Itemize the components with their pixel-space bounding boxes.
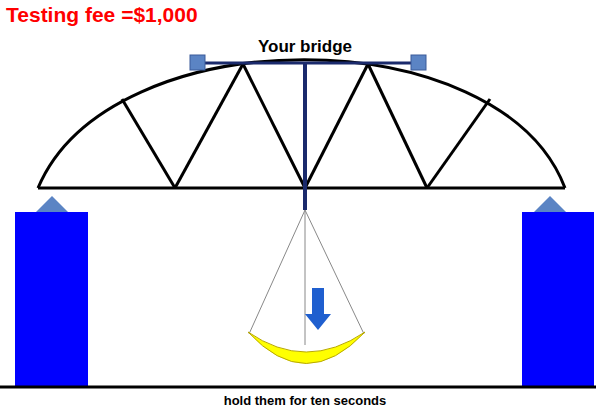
left-pillar: [15, 212, 88, 386]
hanger-string: [305, 210, 306, 345]
deck-block: [411, 55, 426, 70]
deck-block: [190, 55, 205, 70]
bottom-chord: [38, 187, 565, 190]
instruction-label: hold them for ten seconds: [224, 394, 387, 408]
center-post: [303, 63, 307, 210]
arch-chord: [38, 60, 565, 188]
hanger-string: [305, 210, 364, 334]
ground-line: [0, 386, 596, 389]
right-pillar: [522, 212, 594, 386]
load-arrow: [305, 288, 331, 330]
load-basket: [248, 332, 365, 364]
deck-line: [204, 62, 418, 65]
bridge-label: Your bridge: [258, 38, 352, 57]
hanger-string: [249, 210, 305, 334]
left-support: [36, 196, 68, 212]
fee-label: Testing fee =$1,000: [6, 3, 198, 26]
right-support: [534, 196, 566, 212]
